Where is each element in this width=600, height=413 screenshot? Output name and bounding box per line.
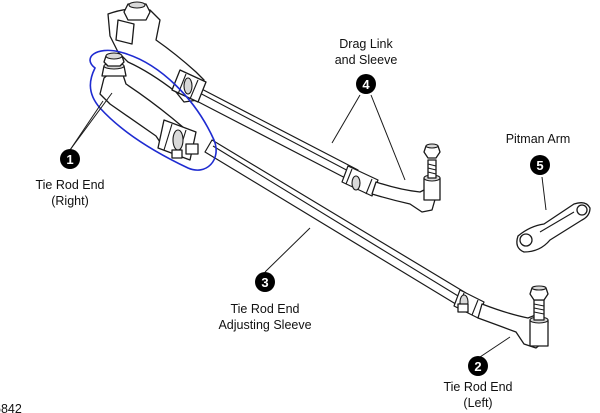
figure-id: 6842	[0, 402, 22, 413]
callout-3: 3 Tie Rod End Adjusting Sleeve	[218, 272, 312, 332]
callout-5-number: 5	[536, 158, 543, 173]
callout-3-label-line-1: Tie Rod End	[230, 302, 299, 316]
drag-link-end	[371, 143, 441, 213]
highlight-circle	[89, 49, 217, 171]
callout-4-label-line-1: Drag Link	[339, 37, 393, 51]
callout-4-label-line-2: and Sleeve	[335, 53, 398, 67]
callout-1-label-line-2: (Right)	[51, 194, 89, 208]
callout-2-label-line-2: (Left)	[463, 396, 492, 410]
tie-rod-end-right	[99, 52, 199, 161]
callout-1-badge	[60, 149, 80, 169]
callout-4-badge	[356, 74, 376, 94]
callout-2-number: 2	[474, 359, 481, 374]
pitman-arm	[516, 202, 591, 253]
callout-3-badge	[255, 272, 275, 292]
callout-2-badge	[468, 356, 488, 376]
callout-4: Drag Link and Sleeve 4	[335, 37, 398, 94]
callout-1-label-line-1: Tie Rod End	[35, 178, 104, 192]
callout-2: 2 Tie Rod End (Left)	[443, 356, 513, 410]
tie-rod-left-sleeve	[453, 289, 485, 319]
upper-drag-link-end	[107, 1, 207, 103]
drag-link-rod	[186, 83, 359, 183]
callout-3-number: 3	[261, 275, 268, 290]
callout-5-badge	[530, 155, 550, 175]
drag-link-sleeve	[341, 165, 379, 197]
callout-3-label-line-2: Adjusting Sleeve	[218, 318, 311, 332]
callout-5: Pitman Arm 5	[506, 132, 571, 175]
tie-rod-end-left	[477, 285, 549, 349]
leader-lines	[69, 92, 547, 358]
callout-2-label-line-1: Tie Rod End	[443, 380, 512, 394]
callout-1-number: 1	[66, 152, 73, 167]
callout-5-label: Pitman Arm	[506, 132, 571, 146]
callout-1: 1 Tie Rod End (Right)	[35, 149, 105, 208]
callout-4-number: 4	[362, 77, 370, 92]
